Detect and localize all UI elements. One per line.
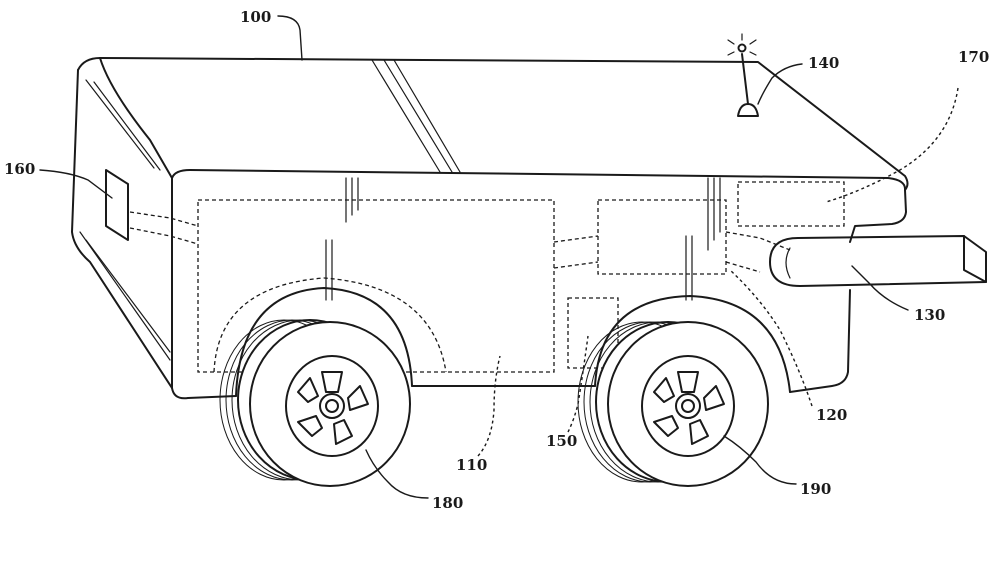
rear-wheel xyxy=(577,321,769,487)
antenna-icon xyxy=(727,33,759,117)
component-150-box xyxy=(567,297,619,369)
label-160: 160 xyxy=(4,160,35,178)
label-190: 190 xyxy=(800,480,831,498)
component-130-bar xyxy=(769,235,987,287)
label-100: 100 xyxy=(240,8,271,26)
vehicle-body xyxy=(71,57,909,400)
label-170: 170 xyxy=(958,48,989,66)
label-120: 120 xyxy=(816,406,847,424)
label-180: 180 xyxy=(432,494,463,512)
leader-lines xyxy=(39,15,959,499)
front-wheel xyxy=(219,319,411,487)
label-140: 140 xyxy=(808,54,839,72)
internal-components xyxy=(129,181,845,373)
component-160-panel xyxy=(105,169,129,241)
component-170-box xyxy=(737,181,845,227)
component-120-box xyxy=(597,199,727,275)
label-110: 110 xyxy=(456,456,487,474)
label-150: 150 xyxy=(546,432,577,450)
label-130: 130 xyxy=(914,306,945,324)
component-110-box xyxy=(197,199,555,373)
